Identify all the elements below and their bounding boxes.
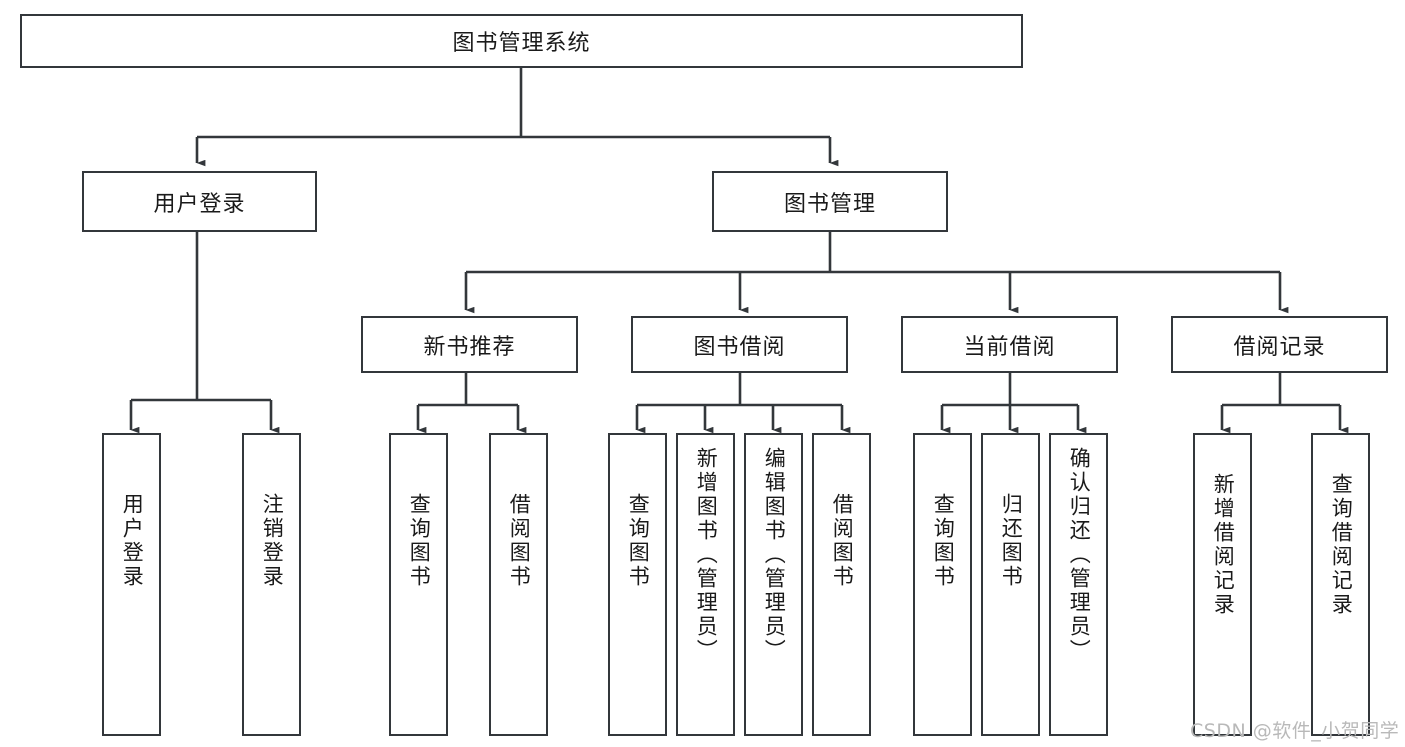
leaf-borrow-query-book[interactable]: 查询图书 <box>608 433 667 736</box>
node-borrow-record[interactable]: 借阅记录 <box>1171 316 1388 373</box>
node-label: 当前借阅 <box>963 334 1056 360</box>
node-label: 新增借阅记录 <box>1211 473 1236 617</box>
node-label: 图书管理系统 <box>452 31 591 56</box>
leaf-borrow-add-book-admin[interactable]: 新增图书（管理员） <box>676 433 735 736</box>
node-label: 用户登录 <box>120 493 145 589</box>
node-label: 用户登录 <box>153 191 246 217</box>
node-new-book-recommend[interactable]: 新书推荐 <box>361 316 578 373</box>
node-label: 查询图书 <box>407 493 432 589</box>
leaf-recommend-query-book[interactable]: 查询图书 <box>389 433 448 736</box>
leaf-record-query-record[interactable]: 查询借阅记录 <box>1311 433 1370 736</box>
node-label: 查询图书 <box>626 493 651 589</box>
node-label: 新增图书（管理员） <box>694 447 719 663</box>
node-root-system[interactable]: 图书管理系统 <box>20 14 1023 68</box>
node-label: 注销登录 <box>260 493 285 589</box>
node-current-borrow[interactable]: 当前借阅 <box>901 316 1118 373</box>
node-label: 图书管理 <box>783 191 876 217</box>
node-label: 查询图书 <box>931 493 956 589</box>
node-label: 借阅图书 <box>507 493 532 589</box>
leaf-borrow-edit-book-admin[interactable]: 编辑图书（管理员） <box>744 433 803 736</box>
node-label: 图书借阅 <box>693 334 786 360</box>
csdn-watermark: CSDN @软件_小贺同学 <box>1190 720 1400 742</box>
node-book-management[interactable]: 图书管理 <box>712 171 948 232</box>
leaf-user-login-signout[interactable]: 注销登录 <box>242 433 301 736</box>
node-label: 借阅记录 <box>1233 334 1326 360</box>
leaf-current-return-book[interactable]: 归还图书 <box>981 433 1040 736</box>
node-label: 新书推荐 <box>423 334 516 360</box>
leaf-current-query-book[interactable]: 查询图书 <box>913 433 972 736</box>
leaf-recommend-borrow-book[interactable]: 借阅图书 <box>489 433 548 736</box>
node-label: 归还图书 <box>999 493 1024 589</box>
node-label: 编辑图书（管理员） <box>762 447 787 663</box>
leaf-borrow-borrow-book[interactable]: 借阅图书 <box>812 433 871 736</box>
node-book-borrow[interactable]: 图书借阅 <box>631 316 848 373</box>
leaf-record-add-record[interactable]: 新增借阅记录 <box>1193 433 1252 736</box>
node-user-login[interactable]: 用户登录 <box>82 171 317 232</box>
node-label: 确认归还（管理员） <box>1067 447 1092 663</box>
leaf-user-login-signin[interactable]: 用户登录 <box>102 433 161 736</box>
node-label: 查询借阅记录 <box>1329 473 1354 617</box>
leaf-current-confirm-return-admin[interactable]: 确认归还（管理员） <box>1049 433 1108 736</box>
node-label: 借阅图书 <box>830 493 855 589</box>
